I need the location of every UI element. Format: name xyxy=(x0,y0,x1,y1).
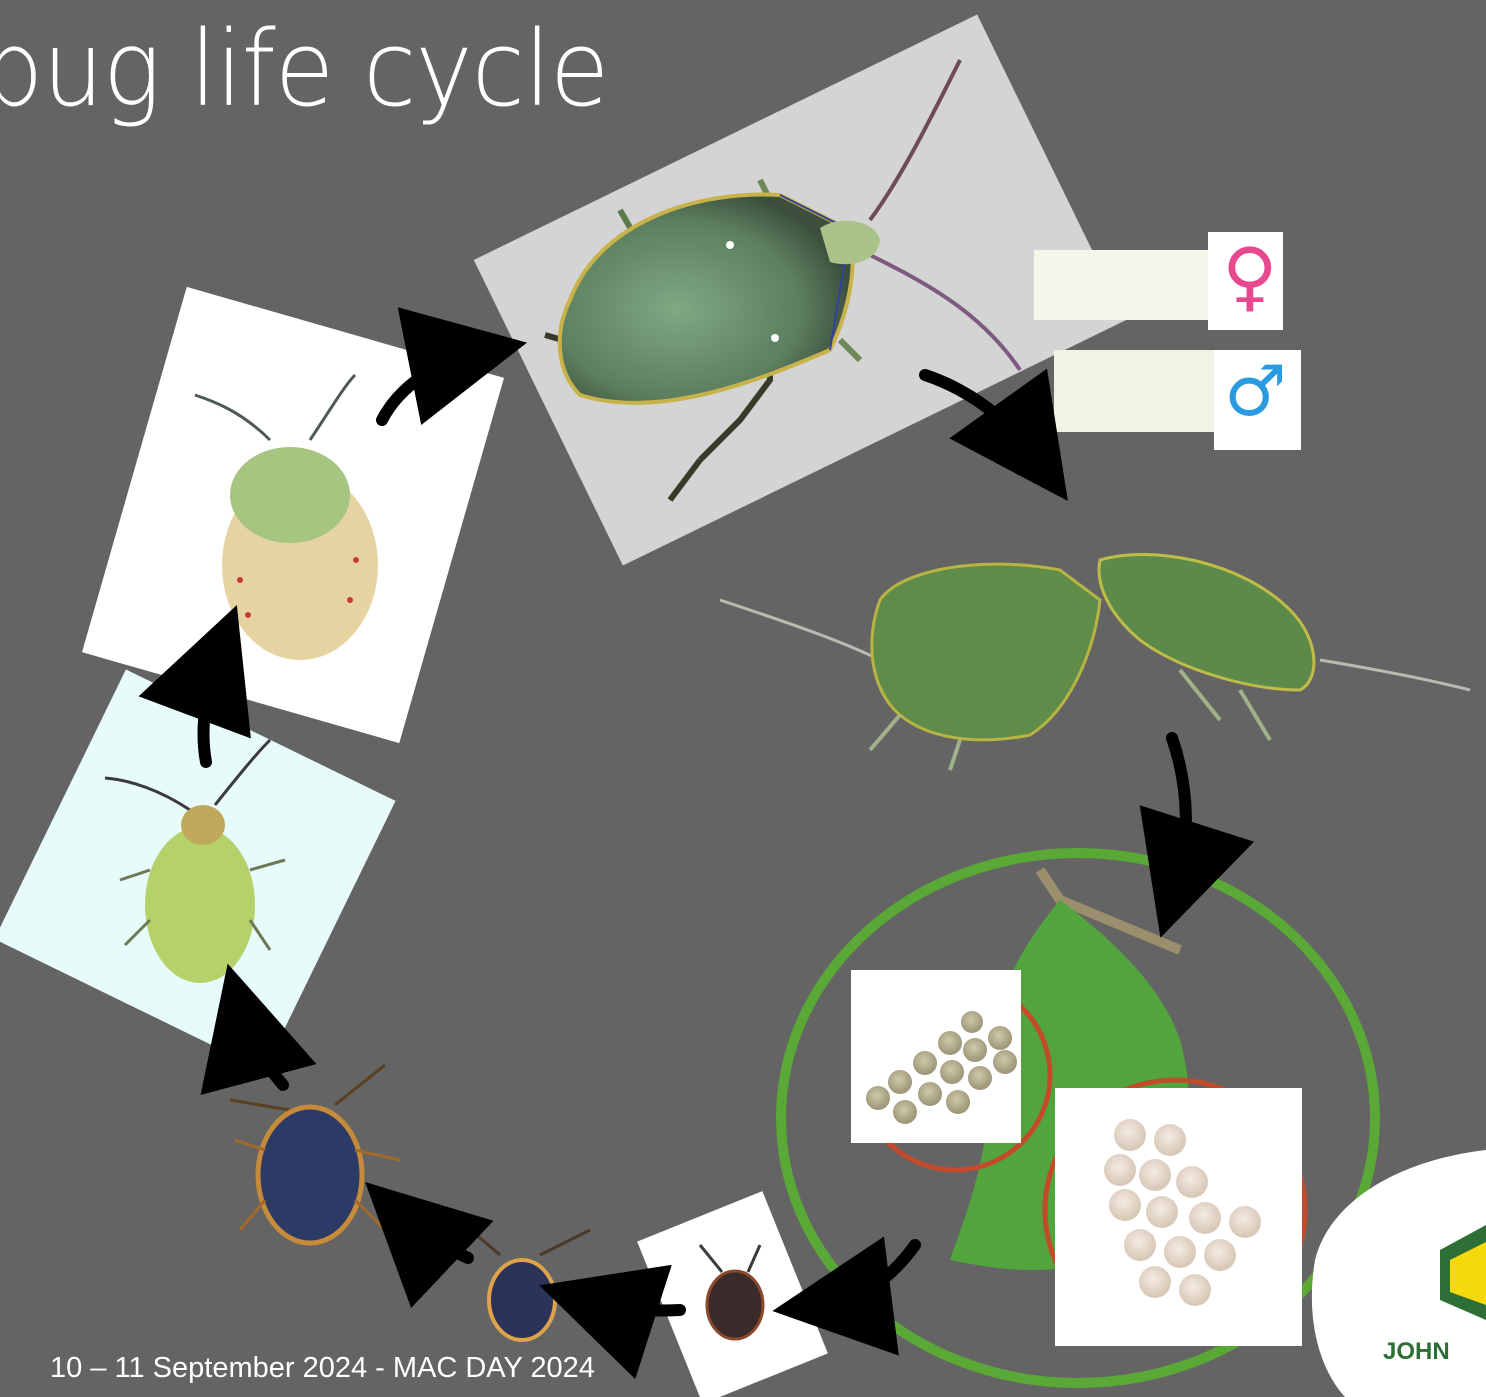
slide-footer: 10 – 11 September 2024 - MAC DAY 2024 xyxy=(50,1352,595,1385)
fifth-instar-nymph xyxy=(195,375,378,660)
first-instar-nymph xyxy=(700,1245,763,1339)
arrow-third-to-fourth-instar xyxy=(240,1010,283,1085)
john-deere-wordmark: JOHN xyxy=(1383,1338,1450,1366)
adult-bug-illustration xyxy=(545,60,1020,500)
arrow-fourth-to-fifth-instar xyxy=(204,650,220,762)
second-instar-nymph xyxy=(465,1225,590,1340)
arrow-fifth-instar-to-adult xyxy=(382,352,480,420)
mating-pair-illustration xyxy=(720,554,1470,770)
fourth-instar-nymph xyxy=(105,740,285,983)
arrow-second-to-third-instar xyxy=(400,1215,468,1258)
arrow-first-to-second-instar xyxy=(585,1300,680,1311)
third-instar-nymph xyxy=(230,1065,400,1243)
arrow-adult-to-mating xyxy=(925,375,1040,462)
